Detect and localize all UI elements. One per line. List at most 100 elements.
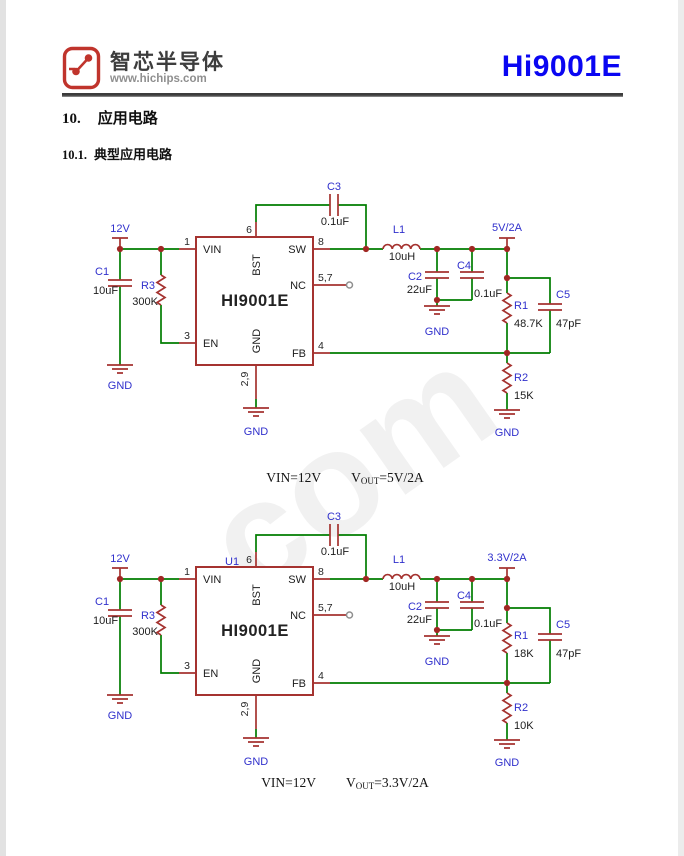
- pin-name-nc: NC: [290, 610, 306, 622]
- c4-ref-label: C4: [457, 260, 471, 272]
- caption-vin: VIN=12V: [266, 470, 322, 485]
- pin-name-bst: BST: [251, 254, 263, 276]
- gnd-symbol-input: [107, 364, 133, 374]
- subsection-heading: 10.1.典型应用电路: [62, 144, 172, 163]
- pin-number-fb: 4: [318, 670, 324, 682]
- gnd-net-label-caps: GND: [425, 326, 450, 338]
- r3-value-label: 300K: [132, 296, 158, 308]
- pin-name-gnd: GND: [251, 659, 263, 684]
- c2-capacitor-symbol: [425, 601, 449, 609]
- vout-net-label: 5V/2A: [492, 222, 523, 234]
- ic-body: [195, 236, 314, 366]
- text-layer: 12V 5V/2A C1 10uF R3 300K C3 0.1uF L1 10…: [93, 181, 581, 439]
- schematic-3v3: U1 12V 3.3V/2A C1 10uF R3 300K C3 0.1uF …: [75, 505, 595, 777]
- gnd-net-label-r2: GND: [495, 427, 520, 439]
- section-title: 应用电路: [97, 110, 158, 127]
- r1-ref-label: R1: [514, 630, 528, 642]
- vout-net-label: 3.3V/2A: [487, 552, 527, 564]
- r1-ref-label: R1: [514, 300, 528, 312]
- c4-ref-label: C4: [457, 590, 471, 602]
- pin-number-vin: 1: [184, 236, 190, 248]
- pin-name-bst: BST: [251, 584, 263, 606]
- text-layer: U1 12V 3.3V/2A C1 10uF R3 300K C3 0.1uF …: [93, 511, 581, 769]
- c3-ref-label: C3: [327, 181, 341, 193]
- vin-net-label: 12V: [110, 223, 130, 235]
- r1-value-label: 48.7K: [514, 318, 543, 330]
- gnd-net-label-r2: GND: [495, 757, 520, 769]
- l1-ref-label: L1: [393, 554, 405, 566]
- gnd-symbol-r2: [494, 409, 520, 419]
- c3-value-label: 0.1uF: [321, 216, 349, 228]
- junction-dots: [116, 245, 511, 357]
- c5-ref-label: C5: [556, 289, 570, 301]
- r3-value-label: 300K: [132, 626, 158, 638]
- company-logo-icon: [62, 46, 102, 90]
- c5-capacitor-symbol: [538, 633, 562, 641]
- gnd-symbol-output-caps: [424, 305, 450, 315]
- pin-number-bst: 6: [246, 224, 252, 236]
- gnd-symbol-r2: [494, 739, 520, 749]
- vin-net-label: 12V: [110, 553, 130, 565]
- r3-ref-label: R3: [141, 280, 155, 292]
- pin-number-fb: 4: [318, 340, 324, 352]
- ic-name-label: HI9001E: [221, 292, 289, 310]
- schematic-canvas: 12V 5V/2A C1 10uF R3 300K C3 0.1uF L1 10…: [93, 181, 581, 439]
- r1-value-label: 18K: [514, 648, 534, 660]
- c2-value-label: 22uF: [407, 614, 432, 626]
- nc-open-terminal: [345, 281, 354, 289]
- pin-name-en: EN: [203, 338, 218, 350]
- c5-value-label: 47pF: [556, 318, 581, 330]
- gnd-net-label-input: GND: [108, 380, 133, 392]
- c2-value-label: 22uF: [407, 284, 432, 296]
- pin-number-bst: 6: [246, 554, 252, 566]
- page-edge-right: [678, 0, 684, 856]
- section-number: 10.: [62, 111, 81, 127]
- pin-name-sw: SW: [288, 244, 306, 256]
- l1-ref-label: L1: [393, 224, 405, 236]
- pin-number-nc: 5,7: [318, 602, 333, 614]
- schematic-5v: 12V 5V/2A C1 10uF R3 300K C3 0.1uF L1 10…: [75, 175, 595, 447]
- wire-layer: [119, 534, 551, 740]
- gnd-net-label-input: GND: [108, 710, 133, 722]
- gnd-symbol-input: [107, 694, 133, 704]
- gnd-net-label-caps: GND: [425, 656, 450, 668]
- pin-number-gnd: 2,9: [239, 702, 251, 717]
- pin-name-fb: FB: [292, 678, 306, 690]
- caption-vin: VIN=12V: [261, 775, 317, 790]
- r3-resistor-symbol: [155, 274, 167, 306]
- company-website: www.hichips.com: [110, 73, 207, 85]
- pin-number-sw: 8: [318, 566, 324, 578]
- pin-name-sw: SW: [288, 574, 306, 586]
- c5-ref-label: C5: [556, 619, 570, 631]
- ic-body: [195, 566, 314, 696]
- subsection-number: 10.1.: [62, 148, 87, 162]
- pin-name-gnd: GND: [251, 329, 263, 354]
- pin-name-vin: VIN: [203, 244, 221, 256]
- c1-ref-label: C1: [95, 596, 109, 608]
- r2-ref-label: R2: [514, 372, 528, 384]
- c2-ref-label: C2: [408, 271, 422, 283]
- pin-number-en: 3: [184, 660, 190, 672]
- pin-number-en: 3: [184, 330, 190, 342]
- pin-name-vin: VIN: [203, 574, 221, 586]
- c5-value-label: 47pF: [556, 648, 581, 660]
- part-number-title: Hi9001E: [501, 50, 622, 83]
- r2-resistor-symbol: [501, 692, 513, 724]
- r2-ref-label: R2: [514, 702, 528, 714]
- pin-name-fb: FB: [292, 348, 306, 360]
- c1-ref-label: C1: [95, 266, 109, 278]
- c3-capacitor-symbol: [329, 194, 339, 216]
- c4-capacitor-symbol: [460, 271, 484, 279]
- pin-number-vin: 1: [184, 566, 190, 578]
- nc-open-terminal: [345, 611, 354, 619]
- gnd-net-label-ic: GND: [244, 426, 269, 438]
- r1-resistor-symbol: [501, 292, 513, 324]
- r3-ref-label: R3: [141, 610, 155, 622]
- company-name: 智芯半导体: [110, 51, 225, 74]
- c3-capacitor-symbol: [329, 524, 339, 546]
- gnd-net-label-ic: GND: [244, 756, 269, 768]
- c4-value-label: 0.1uF: [474, 618, 502, 630]
- gnd-symbol-ic: [243, 737, 269, 747]
